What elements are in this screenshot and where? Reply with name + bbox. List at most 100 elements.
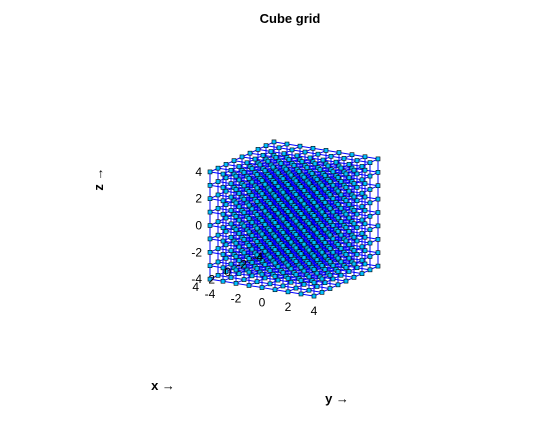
grid-marker (338, 259, 344, 265)
z-tick-label: 2 (195, 192, 202, 206)
grid-marker (322, 267, 328, 272)
grid-marker (311, 213, 317, 218)
grid-marker (259, 218, 265, 223)
grid-marker (285, 222, 291, 228)
grid-marker (293, 218, 299, 224)
grid-marker (241, 183, 247, 189)
grid-marker (338, 205, 344, 211)
grid-marker (254, 252, 260, 258)
grid-marker (327, 192, 333, 198)
grid-marker (330, 182, 336, 188)
grid-marker (293, 205, 299, 210)
grid-marker (255, 147, 261, 152)
chart-title: Cube grid (260, 11, 321, 26)
grid-marker (267, 214, 273, 220)
grid-marker (322, 173, 328, 178)
grid-marker (322, 213, 328, 219)
grid-marker (236, 217, 242, 223)
grid-marker (228, 261, 234, 267)
grid-marker (338, 165, 344, 171)
z-tick-label: 0 (195, 219, 202, 233)
grid-marker (233, 254, 239, 259)
grid-marker (311, 253, 317, 259)
grid-marker (263, 143, 269, 148)
grid-marker (220, 252, 226, 257)
grid-marker (228, 248, 234, 253)
grid-marker (215, 259, 221, 265)
grid-marker (322, 280, 328, 286)
grid-marker (327, 286, 333, 291)
grid-marker (335, 175, 341, 180)
grid-marker (375, 210, 381, 215)
grid-marker (311, 293, 317, 299)
grid-marker (246, 256, 252, 261)
grid-marker (359, 231, 365, 236)
grid-marker (272, 247, 278, 252)
grid-marker (301, 228, 307, 234)
x-tick-label: 2 (208, 273, 215, 287)
grid-marker (268, 149, 274, 154)
grid-marker (280, 256, 286, 262)
grid-marker (343, 211, 349, 217)
grid-marker (293, 192, 299, 197)
grid-marker (336, 150, 342, 155)
grid-marker (314, 243, 320, 249)
grid-marker (288, 279, 294, 285)
grid-marker (293, 232, 299, 237)
grid-marker (241, 210, 247, 215)
grid-marker (359, 177, 365, 183)
grid-marker (207, 169, 213, 175)
grid-marker (283, 166, 289, 172)
grid-marker (346, 175, 352, 180)
grid-marker (244, 160, 250, 166)
grid-marker (322, 186, 328, 192)
grid-marker (246, 175, 252, 181)
grid-marker (306, 207, 312, 213)
grid-marker (325, 163, 331, 169)
grid-marker (306, 287, 312, 293)
grid-marker (233, 214, 239, 219)
grid-marker (207, 183, 213, 188)
grid-marker (319, 209, 325, 215)
grid-marker (239, 154, 245, 160)
grid-marker (215, 246, 221, 251)
z-tick-label: -2 (191, 245, 202, 259)
grid-marker (275, 237, 281, 243)
grid-marker (223, 162, 229, 167)
grid-marker (299, 159, 305, 164)
x-tick-label: -2 (236, 258, 247, 272)
grid-marker (228, 234, 234, 240)
grid-marker (311, 226, 317, 232)
grid-marker (375, 263, 381, 269)
grid-marker (311, 186, 317, 192)
grid-marker (330, 223, 336, 228)
grid-marker (280, 230, 286, 235)
grid-marker (284, 141, 290, 147)
grid-marker (319, 182, 325, 188)
grid-marker (246, 242, 252, 248)
grid-marker (362, 221, 368, 227)
grid-marker (319, 196, 325, 201)
z-tick-label: -4 (191, 272, 202, 286)
grid-marker (293, 178, 299, 184)
grid-marker (367, 173, 373, 179)
grid-marker (236, 244, 242, 250)
grid-marker (246, 202, 252, 208)
grid-marker (259, 204, 265, 210)
grid-marker (228, 275, 234, 280)
grid-marker (354, 185, 360, 190)
grid-marker (285, 276, 291, 281)
grid-marker (233, 281, 239, 286)
grid-marker (338, 232, 344, 238)
grid-marker (306, 274, 312, 280)
grid-marker (233, 267, 239, 273)
grid-marker (246, 189, 252, 194)
grid-marker (249, 233, 255, 238)
grid-marker (296, 168, 302, 174)
grid-marker (375, 196, 381, 202)
z-tick-label: 4 (195, 165, 202, 179)
grid-marker (293, 272, 299, 278)
grid-marker (272, 287, 278, 293)
